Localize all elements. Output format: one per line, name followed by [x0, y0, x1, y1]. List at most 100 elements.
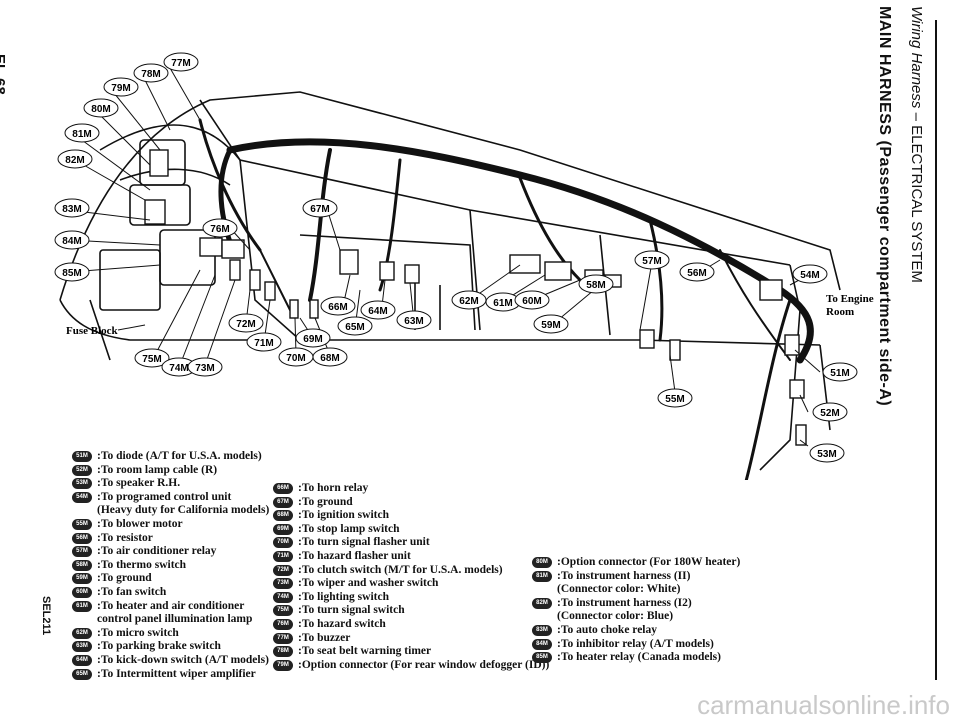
- connector-code-badge: 57M: [72, 546, 92, 558]
- harness-cable: [198, 118, 814, 480]
- connector-code-badge: 60M: [72, 586, 92, 598]
- legend-entry: 56M: To resistor: [72, 532, 269, 546]
- legend-text: Option connector (For rear window defogg…: [301, 658, 550, 671]
- legend-entry: 71M: To hazard flasher unit: [273, 550, 549, 564]
- svg-text:67M: 67M: [310, 204, 329, 215]
- svg-text:66M: 66M: [328, 302, 347, 313]
- callout-69M: 69M: [295, 328, 331, 348]
- connector-code-badge: 52M: [72, 464, 92, 476]
- legend-entry: 59M: To ground: [72, 572, 269, 586]
- legend-separator: :: [557, 556, 561, 568]
- connector-code-badge: 59M: [72, 573, 92, 585]
- svg-text:65M: 65M: [345, 322, 364, 333]
- callout-81M: 81M: [64, 123, 100, 143]
- callout-76M: 76M: [202, 218, 238, 238]
- svg-text:60M: 60M: [522, 296, 541, 307]
- legend-separator: :: [97, 626, 101, 639]
- harness-diagram: 77M 78M 79M 80M 81M 82M 83M 84M 85M 76M …: [54, 52, 874, 480]
- svg-text:57M: 57M: [642, 256, 661, 267]
- legend-text: To buzzer: [301, 631, 351, 644]
- callout-59M: 59M: [533, 314, 569, 334]
- legend-entry: 81M: To instrument harness (II): [532, 570, 740, 584]
- legend-entry: 58M: To thermo switch: [72, 559, 269, 573]
- legend-separator: :: [298, 590, 302, 603]
- legend-separator: :: [298, 631, 302, 644]
- legend-entry: 76M: To hazard switch: [273, 618, 549, 632]
- system-label: ELECTRICAL SYSTEM: [908, 125, 925, 283]
- svg-text:77M: 77M: [171, 58, 190, 69]
- connector-code-badge: 64M: [72, 654, 92, 666]
- connectors: [144, 149, 807, 446]
- header-rule: [935, 20, 937, 680]
- connector-code-badge: 73M: [273, 578, 293, 590]
- connector-code-badge: 83M: [532, 624, 552, 636]
- svg-text:78M: 78M: [141, 69, 160, 80]
- legend-separator: :: [298, 645, 302, 658]
- connector-code-badge: 71M: [273, 550, 293, 562]
- section-label: Wiring Harness: [908, 6, 925, 109]
- svg-text:80M: 80M: [91, 104, 110, 115]
- legend-entry: 85M: To heater relay (Canada models): [532, 651, 740, 665]
- legend-entry: 80M: Option connector (For 180W heater): [532, 556, 740, 570]
- legend-entry: (Heavy duty for California models): [72, 504, 269, 518]
- svg-text:61M: 61M: [493, 298, 512, 309]
- legend-separator: :: [97, 450, 101, 462]
- connector-code-badge: 54M: [72, 491, 92, 503]
- callout-77M: 77M: [163, 52, 199, 72]
- callout-51M: 51M: [822, 362, 858, 382]
- legend-text: To programed control unit: [100, 490, 232, 503]
- connector-code-badge: 84M: [532, 638, 552, 650]
- svg-text:83M: 83M: [62, 204, 81, 215]
- callout-75M: 75M: [134, 348, 170, 368]
- callout-57M: 57M: [634, 250, 670, 270]
- legend-text: To instrument harness (II): [560, 569, 691, 582]
- legend-text: To room lamp cable (R): [100, 463, 218, 476]
- connector-code-badge: 56M: [72, 532, 92, 544]
- legend-entry: 60M: To fan switch: [72, 586, 269, 600]
- legend-separator: :: [298, 549, 302, 562]
- legend-separator: :: [298, 617, 302, 630]
- callout-52M: 52M: [812, 402, 848, 422]
- legend-separator: :: [557, 596, 561, 609]
- legend-text: To ignition switch: [301, 509, 389, 522]
- legend-entry: 52M: To room lamp cable (R): [72, 464, 269, 478]
- legend-entry: 78M: To seat belt warning timer: [273, 645, 549, 659]
- svg-text:56M: 56M: [687, 268, 706, 279]
- legend-text: To hazard flasher unit: [301, 549, 411, 562]
- svg-text:59M: 59M: [541, 320, 560, 331]
- legend-separator: :: [298, 577, 302, 590]
- callout-79M: 79M: [103, 77, 139, 97]
- dashboard-outline: [59, 91, 841, 471]
- legend-separator: :: [97, 667, 101, 680]
- connector-code-badge: 65M: [72, 668, 92, 680]
- callout-60M: 60M: [514, 290, 550, 310]
- legend-separator: :: [97, 640, 101, 653]
- callout-56M: 56M: [679, 262, 715, 282]
- callout-55M: 55M: [657, 388, 693, 408]
- svg-text:84M: 84M: [62, 236, 81, 247]
- legend-separator: :: [298, 536, 302, 549]
- legend-separator: :: [298, 563, 302, 576]
- svg-text:70M: 70M: [286, 353, 305, 364]
- legend-text: To hazard switch: [301, 617, 386, 630]
- callout-53M: 53M: [809, 443, 845, 463]
- legend-separator: :: [97, 531, 101, 544]
- connector-code-badge: 75M: [273, 605, 293, 617]
- callout-67M: 67M: [302, 198, 338, 218]
- legend-entry: 72M: To clutch switch (M/T for U.S.A. mo…: [273, 564, 549, 578]
- callout-85M: 85M: [54, 262, 90, 282]
- svg-text:68M: 68M: [320, 353, 339, 364]
- connector-code-badge: 63M: [72, 641, 92, 653]
- legend-separator: :: [97, 517, 101, 530]
- legend-text: To speaker R.H.: [100, 477, 181, 490]
- legend-text: To Intermittent wiper amplifier: [100, 667, 256, 680]
- svg-text:81M: 81M: [72, 129, 91, 140]
- legend-text: To wiper and washer switch: [301, 577, 439, 590]
- svg-text:64M: 64M: [368, 306, 387, 317]
- connector-code-badge: 81M: [532, 570, 552, 582]
- legend-text: (Heavy duty for California models): [97, 504, 270, 517]
- legend-entry: 79M: Option connector (For rear window d…: [273, 659, 549, 673]
- connector-code-badge: 53M: [72, 478, 92, 490]
- callout-83M: 83M: [54, 198, 90, 218]
- legend-separator: :: [298, 495, 302, 508]
